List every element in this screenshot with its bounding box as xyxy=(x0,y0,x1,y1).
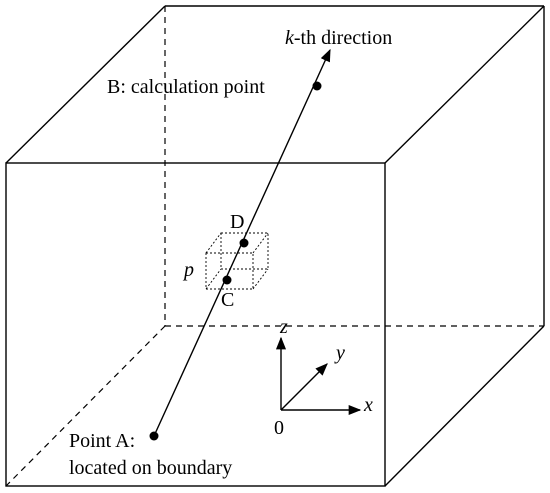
point-a-dot xyxy=(149,431,159,441)
bottom-left-depth-edge-hidden xyxy=(5,325,166,487)
point-b-dot xyxy=(312,81,322,91)
top-left-depth-edge xyxy=(5,5,166,164)
cell-p-box xyxy=(205,232,269,290)
y-axis xyxy=(280,363,328,411)
point-c-dot xyxy=(222,275,232,285)
top-right-depth-edge xyxy=(384,5,545,164)
front-face xyxy=(5,162,386,487)
y-axis-label: y xyxy=(334,342,345,364)
x-axis-label: x xyxy=(363,394,373,416)
point-a-label-line1: Point A: xyxy=(69,430,135,452)
z-axis-label: z xyxy=(279,316,288,338)
point-b-label: B: calculation point xyxy=(107,76,265,98)
k-direction-label: k-th direction xyxy=(285,27,392,49)
origin-label: 0 xyxy=(274,417,284,439)
bottom-right-depth-edge xyxy=(384,325,545,487)
axes xyxy=(275,336,362,416)
point-d-label: D xyxy=(230,211,244,233)
point-d-dot xyxy=(239,238,249,248)
point-c-label: C xyxy=(221,289,234,311)
cell-p-label: p xyxy=(182,259,194,281)
point-a-label-line2: located on boundary xyxy=(69,457,232,479)
